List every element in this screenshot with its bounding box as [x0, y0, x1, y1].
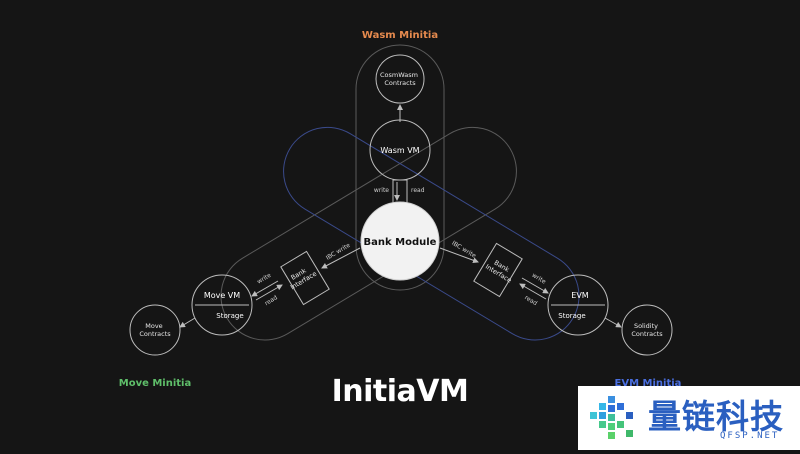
watermark-chinese-text: 量链科技: [648, 397, 784, 436]
move-ibc-write-arrow: [321, 247, 361, 269]
evm-bank-interface-label: Bank Interface: [484, 256, 517, 285]
wasm-write-label: write: [374, 187, 389, 194]
cosmwasm-contracts-label: CosmWasm Contracts: [380, 71, 420, 87]
move-bank-interface-box: [280, 250, 330, 306]
move-vm-label: Move VM: [204, 291, 240, 300]
move-vm-node: [191, 274, 253, 336]
evm-label: EVM: [571, 291, 589, 300]
move-bank-interface-label: Bank Interface: [285, 263, 318, 292]
watermark: 量链科技 QFSP.NET: [578, 386, 800, 450]
evm-write-label: write: [531, 272, 548, 286]
move-storage-label: Storage: [216, 312, 243, 320]
wasm-rw-box: [392, 179, 408, 204]
evm-read-arrow: [519, 283, 547, 300]
wasm-vm-label: Wasm VM: [380, 146, 419, 155]
move-ibc-write-label: IBC write: [325, 242, 352, 262]
bank-module-node: [360, 201, 440, 281]
move-read-arrow: [255, 284, 283, 301]
evm-write-arrow: [521, 277, 549, 294]
bank-module-label: Bank Module: [364, 237, 437, 248]
move-read-label: read: [264, 294, 279, 307]
evm-read-label: read: [523, 294, 538, 307]
evm-bank-interface-box: [473, 242, 523, 298]
watermark-domain-text: QFSP.NET: [720, 431, 780, 441]
diagram-title: InitiaVM: [331, 374, 469, 409]
wasm-read-label: read: [411, 187, 425, 194]
evm-storage-label: Storage: [558, 312, 585, 320]
move-contracts-node: [129, 304, 181, 356]
evm-minitia-label: EVM Minitia: [615, 378, 682, 389]
evm-node: [547, 274, 609, 336]
solidity-contracts-node: [621, 304, 673, 356]
cosmwasm-contracts-node: [375, 54, 425, 104]
move-contracts-label: Move Contracts: [139, 322, 171, 338]
evm-storage-to-solidity-arrow: [604, 317, 622, 328]
solidity-contracts-label: Solidity Contracts: [631, 322, 663, 338]
evm-ibc-write-arrow: [439, 247, 479, 264]
move-write-arrow: [251, 280, 279, 297]
move-storage-to-contracts-arrow: [179, 317, 196, 328]
wasm-branch-outline: [355, 44, 445, 291]
move-write-label: write: [256, 272, 273, 286]
move-minitia-label: Move Minitia: [119, 378, 192, 389]
wasm-minitia-label: Wasm Minitia: [362, 30, 438, 41]
watermark-logo-icon: [590, 396, 633, 439]
